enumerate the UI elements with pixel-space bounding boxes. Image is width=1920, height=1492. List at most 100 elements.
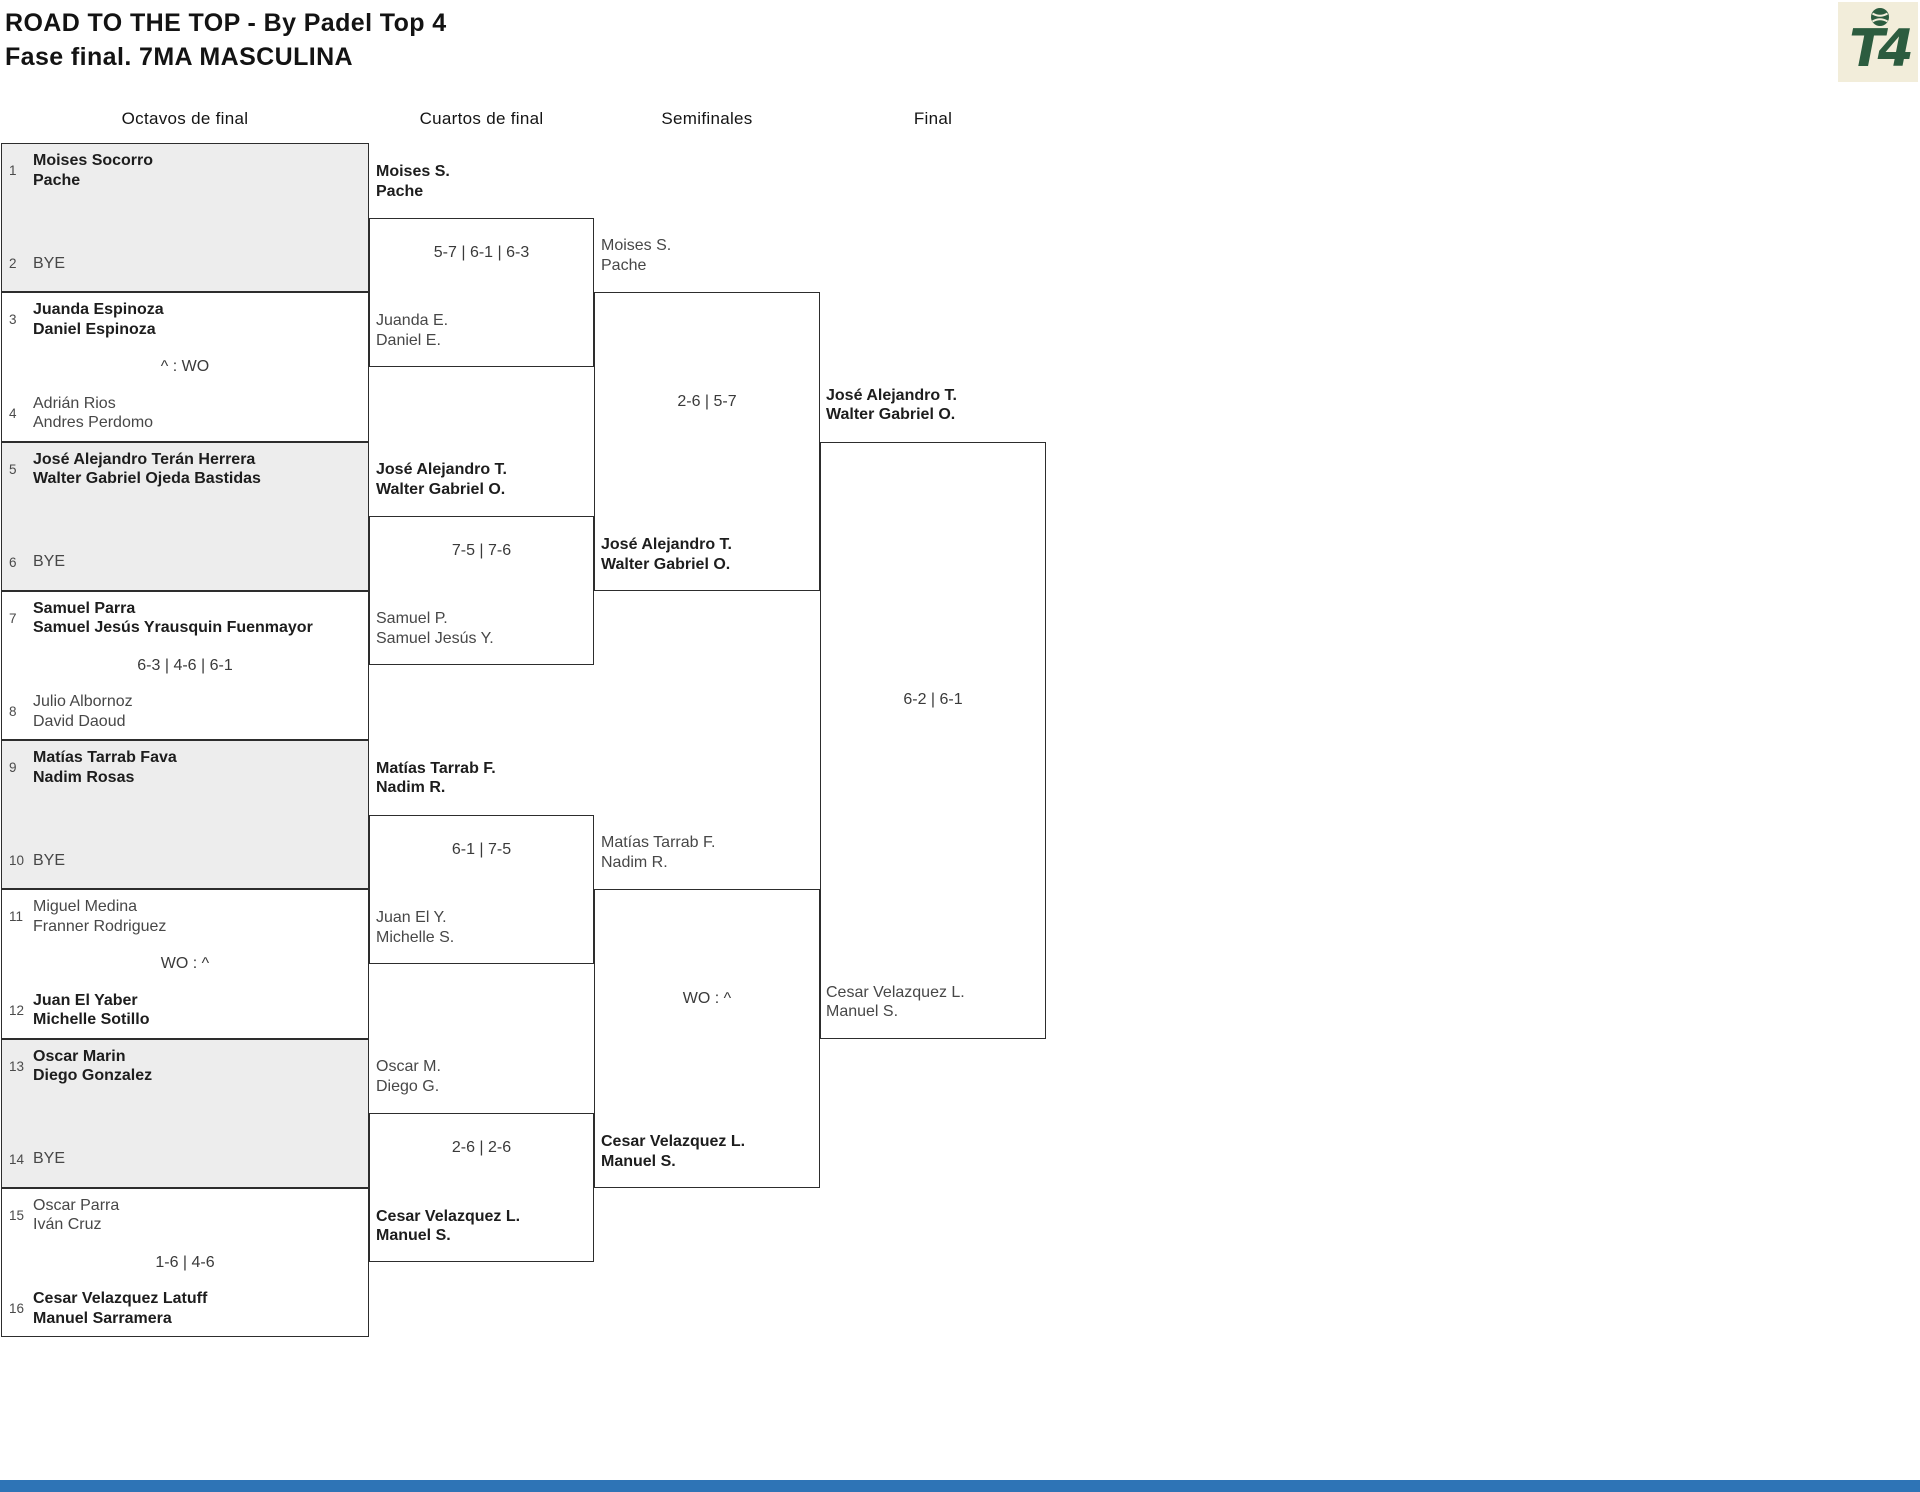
player-name: José Alejandro T. — [826, 386, 957, 404]
round-header-cuartos: Cuartos de final — [419, 109, 544, 128]
page-title: ROAD TO THE TOP - By Padel Top 4 Fase fi… — [5, 6, 447, 74]
seed-number: 6 — [9, 554, 17, 570]
semifinal-entrant: José Alejandro T. Walter Gabriel O. — [601, 535, 732, 574]
player-name: Moises S. — [601, 237, 672, 254]
player-name: Matías Tarrab F. — [376, 759, 496, 777]
player-name: Diego G. — [376, 1077, 440, 1095]
seed-number: 3 — [9, 312, 17, 328]
final-entrant: José Alejandro T. Walter Gabriel O. — [826, 386, 957, 425]
team-entry-seed-2: 2 BYE — [9, 254, 364, 274]
match-score: ^ : WO — [160, 358, 210, 376]
final-match-box — [820, 441, 1046, 1039]
match-score: 2-6 | 5-7 — [677, 393, 737, 410]
seed-number: 5 — [9, 461, 17, 477]
player-name: Oscar M. — [376, 1058, 441, 1075]
player-name: Manuel S. — [376, 1227, 451, 1244]
player-name: Diego Gonzalez — [33, 1067, 153, 1084]
final-entrant: Cesar Velazquez L.Manuel S. — [826, 983, 965, 1022]
player-name: Samuel Parra — [33, 599, 136, 617]
cuartos-entrant: Matías Tarrab F. Nadim R. — [376, 759, 496, 798]
player-name: Walter Gabriel O. — [826, 406, 956, 423]
match-score: 7-5 | 7-6 — [451, 542, 512, 559]
seed-number: 1 — [9, 163, 17, 178]
player-name: Daniel E. — [376, 331, 441, 349]
cuartos-entrant: Juanda E.Daniel E. — [376, 311, 448, 350]
player-name: Cesar Velazquez L. — [601, 1133, 746, 1150]
match-score: 6-1 | 7-5 — [451, 841, 512, 858]
semifinal-entrant: Matías Tarrab F. Nadim R. — [601, 833, 715, 872]
player-name: Julio Albornoz — [33, 693, 133, 711]
seed-number: 2 — [9, 256, 17, 272]
player-name: Moises Socorro — [33, 152, 154, 169]
player-name: Manuel S. — [601, 1152, 676, 1170]
player-name: Cesar Velazquez Latuff — [33, 1290, 208, 1308]
player-name: Oscar Parra — [33, 1196, 120, 1214]
semifinal-match-box-1 — [594, 292, 820, 591]
team-entry-seed-6: 6 BYE — [9, 552, 364, 572]
player-name: Juan El Yaber — [33, 991, 138, 1009]
player-name: Daniel Espinoza — [33, 320, 156, 338]
cuartos-entrant: Cesar Velazquez L. Manuel S. — [376, 1207, 520, 1246]
seed-number: 7 — [9, 610, 17, 626]
seed-number: 11 — [9, 909, 24, 925]
player-name: José Alejandro T. — [376, 461, 507, 478]
title-line-1: ROAD TO THE TOP - By Padel Top 4 — [5, 9, 447, 37]
player-name: Nadim R. — [601, 853, 668, 871]
seed-number: 12 — [9, 1002, 25, 1018]
bye-label: BYE — [33, 851, 66, 869]
bye-label: BYE — [33, 1150, 66, 1168]
player-name: Michelle S. — [376, 928, 455, 946]
cuartos-match-box-3 — [369, 814, 594, 964]
player-name: Cesar Velazquez L. — [376, 1207, 521, 1225]
seed-number: 15 — [9, 1207, 25, 1223]
seed-number: 9 — [9, 760, 17, 775]
seed-number: 10 — [9, 853, 25, 869]
player-name: Walter Gabriel O. — [601, 555, 731, 573]
player-name: David Daoud — [33, 712, 126, 730]
cuartos-entrant: Oscar M. Diego G. — [376, 1057, 441, 1096]
player-name: Matías Tarrab F. — [601, 834, 716, 851]
cuartos-match-box-1 — [369, 217, 594, 367]
round-header-octavos: Octavos de final — [121, 109, 249, 128]
player-name: José Alejandro T. — [601, 536, 732, 553]
padel-top4-logo-icon: T4 — [1838, 2, 1919, 82]
title-line-2: Fase final. 7MA MASCULINA — [5, 43, 354, 71]
match-score: 5-7 | 6-1 | 6-3 — [433, 244, 530, 261]
player-name: Miguel Medina — [33, 898, 138, 916]
player-name: Walter Gabriel Ojeda Bastidas — [33, 470, 261, 487]
bye-label: BYE — [33, 254, 66, 272]
seed-number: 4 — [9, 405, 17, 421]
player-name: Adrián Rios — [33, 394, 116, 412]
team-entry-seed-10: 10 BYE — [9, 851, 364, 871]
player-name: Samuel P. — [376, 610, 448, 627]
player-name: Nadim R. — [376, 779, 446, 796]
player-name: Oscar Marin — [33, 1047, 126, 1065]
match-score: WO : ^ — [160, 955, 210, 973]
player-name: Samuel Jesús Y. — [376, 629, 494, 647]
player-name: Cesar Velazquez L. — [826, 983, 965, 1001]
match-score: WO : ^ — [682, 990, 732, 1007]
player-name: Samuel Jesús Yrausquin Fuenmayor — [33, 619, 313, 637]
seed-number: 14 — [9, 1151, 25, 1167]
team-entry-seed-14: 14 BYE — [9, 1149, 364, 1169]
player-name: Pache — [33, 171, 81, 189]
semifinal-entrant: Cesar Velazquez L. Manuel S. — [601, 1132, 745, 1171]
cuartos-entrant: Juan El Y.Michelle S. — [376, 908, 454, 947]
